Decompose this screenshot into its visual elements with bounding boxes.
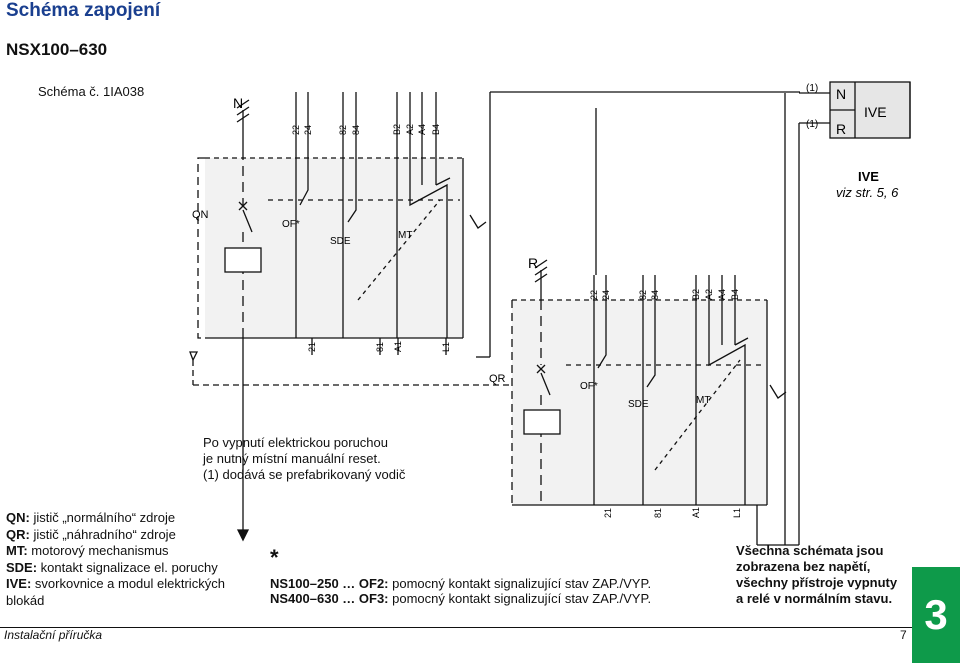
legend-item: SDE: kontakt signalizace el. poruchy	[6, 559, 218, 575]
footnote-line: NS400–630 … OF3: pomocný kontakt signali…	[270, 591, 652, 606]
section-title: Schéma zapojení	[6, 0, 161, 21]
ive-title: IVE	[858, 169, 879, 184]
n-label: N	[233, 95, 243, 111]
state-note-line: zobrazena bez napětí,	[736, 559, 871, 574]
terminal-label: 21	[307, 342, 317, 352]
state-note: Všechna schémata jsou zobrazena bez napě…	[736, 543, 936, 607]
legend: QN: jistič „normálního“ zdroje QR: jisti…	[6, 510, 256, 609]
qn-sde-label: SDE	[330, 236, 351, 247]
page-number: 7	[900, 628, 907, 642]
r-label: R	[528, 255, 538, 271]
legend-item: MT: motorový mechanismus	[6, 543, 169, 558]
ive-box-label: IVE	[864, 104, 887, 120]
terminal-label: A4	[417, 124, 427, 135]
terminal-label: 21	[603, 508, 613, 518]
footnote-line: NS100–250 … OF2: pomocný kontakt signali…	[270, 576, 652, 591]
footer-guide-title: Instalační příručka	[4, 628, 103, 642]
ive-reference: viz str. 5, 6	[836, 185, 899, 200]
state-note-line: Všechna schémata jsou	[736, 543, 884, 558]
terminal-label: A2	[704, 289, 714, 300]
terminal-label: 84	[650, 290, 660, 300]
qr-mt-label: MT	[696, 395, 710, 406]
qr-breaker-body	[512, 300, 767, 505]
terminal-label: 81	[375, 342, 385, 352]
footer-divider	[0, 627, 912, 628]
ive-note-2: (1)	[806, 119, 818, 130]
state-note-line: a relé v normálním stavu.	[736, 591, 893, 606]
qr-sde-label: SDE	[628, 399, 649, 410]
chapter-tab: 3	[912, 567, 960, 663]
product-range-title: NSX100–630	[6, 40, 108, 59]
terminal-label: 81	[653, 508, 663, 518]
qn-mt-label: MT	[398, 230, 412, 241]
terminal-label: B2	[392, 124, 402, 135]
terminal-label: L1	[732, 508, 742, 518]
note-line: Po vypnutí elektrickou poruchou	[203, 435, 388, 450]
terminal-label: L1	[441, 342, 451, 352]
terminal-label: 82	[338, 125, 348, 135]
terminal-label: A1	[393, 341, 403, 352]
qr-top-terminals: 22 24 82 84 B2 A2 A4 B4	[589, 289, 740, 300]
qn-bottom-terminals: 21 81 A1 L1	[307, 341, 451, 352]
scheme-number: Schéma č. 1IA038	[38, 84, 145, 99]
qr-bottom-terminals: 21 81 A1 L1	[603, 507, 742, 518]
state-note-line: všechny přístroje vypnuty	[736, 575, 898, 590]
ive-n: N	[836, 86, 846, 102]
note-line: je nutný místní manuální reset.	[203, 451, 381, 466]
qn-of-label: OF*	[282, 219, 300, 230]
terminal-label: A2	[405, 124, 415, 135]
terminal-label: 22	[291, 125, 301, 135]
terminal-label: A1	[691, 507, 701, 518]
ive-r: R	[836, 121, 846, 137]
terminal-label: 24	[601, 290, 611, 300]
qr-label: QR	[489, 373, 506, 385]
terminal-label: 24	[303, 125, 313, 135]
qn-top-terminals: 22 24 82 84 B2 A2 A4 B4	[291, 124, 441, 135]
qn-label: QN	[192, 209, 209, 221]
footnote: NS100–250 … OF2: pomocný kontakt signali…	[270, 576, 651, 606]
terminal-label: 82	[638, 290, 648, 300]
terminal-label: 22	[589, 290, 599, 300]
terminal-label: B2	[691, 289, 701, 300]
legend-item: IVE: svorkovnice a modul elektrických bl…	[6, 576, 225, 608]
note-line: (1) dodává se prefabrikovaný vodič	[203, 467, 406, 482]
legend-item: QR: jistič „náhradního“ zdroje	[6, 526, 176, 542]
terminal-label: A4	[717, 289, 727, 300]
legend-item: QN: jistič „normálního“ zdroje	[6, 510, 176, 525]
terminal-label: B4	[730, 289, 740, 300]
terminal-label: 84	[351, 125, 361, 135]
ive-note-1: (1)	[806, 83, 818, 94]
terminal-label: B4	[431, 124, 441, 135]
qr-of-label: OF*	[580, 381, 598, 392]
reset-note: Po vypnutí elektrickou poruchou je nutný…	[203, 435, 463, 483]
footnote-star: *	[270, 545, 279, 570]
